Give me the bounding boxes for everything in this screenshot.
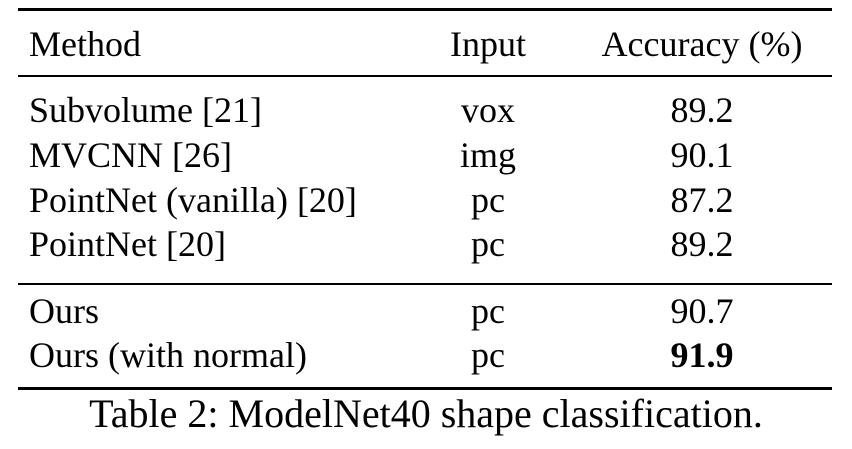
table-header-rule	[18, 75, 832, 77]
row-accuracy: 90.7	[670, 291, 734, 331]
row-input: pc	[471, 224, 505, 264]
row-accuracy-best: 91.9	[670, 335, 734, 375]
row-method: PointNet (vanilla) [20]	[29, 180, 357, 220]
header-method: Method	[29, 24, 141, 64]
table-row: MVCNN [26] img 90.1	[0, 133, 852, 177]
table-row: Subvolume [21] vox 89.2	[0, 88, 852, 132]
header-accuracy: Accuracy (%)	[601, 24, 803, 64]
table-group-rule	[18, 283, 832, 285]
row-accuracy: 89.2	[670, 90, 734, 130]
table-top-rule	[18, 8, 832, 11]
table-row: PointNet (vanilla) [20] pc 87.2	[0, 178, 852, 222]
table-row: PointNet [20] pc 89.2	[0, 222, 852, 266]
row-accuracy: 87.2	[670, 180, 734, 220]
table-bottom-rule	[18, 387, 832, 390]
row-method: Subvolume [21]	[29, 90, 262, 130]
row-input: img	[459, 135, 516, 175]
row-input: pc	[471, 180, 505, 220]
row-accuracy: 89.2	[670, 224, 734, 264]
row-input: vox	[461, 90, 515, 130]
row-method: PointNet [20]	[29, 224, 226, 264]
row-accuracy: 90.1	[670, 135, 734, 175]
row-input: pc	[471, 291, 505, 331]
table-row: Ours pc 90.7	[0, 289, 852, 333]
table-caption: Table 2: ModelNet40 shape classification…	[89, 391, 763, 436]
row-method: Ours	[29, 291, 99, 331]
row-input: pc	[471, 335, 505, 375]
header-input: Input	[450, 24, 526, 64]
row-method: MVCNN [26]	[29, 135, 232, 175]
table-header-row: Method Input Accuracy (%)	[0, 22, 852, 66]
row-method: Ours (with normal)	[29, 335, 307, 375]
table-row: Ours (with normal) pc 91.9	[0, 333, 852, 377]
